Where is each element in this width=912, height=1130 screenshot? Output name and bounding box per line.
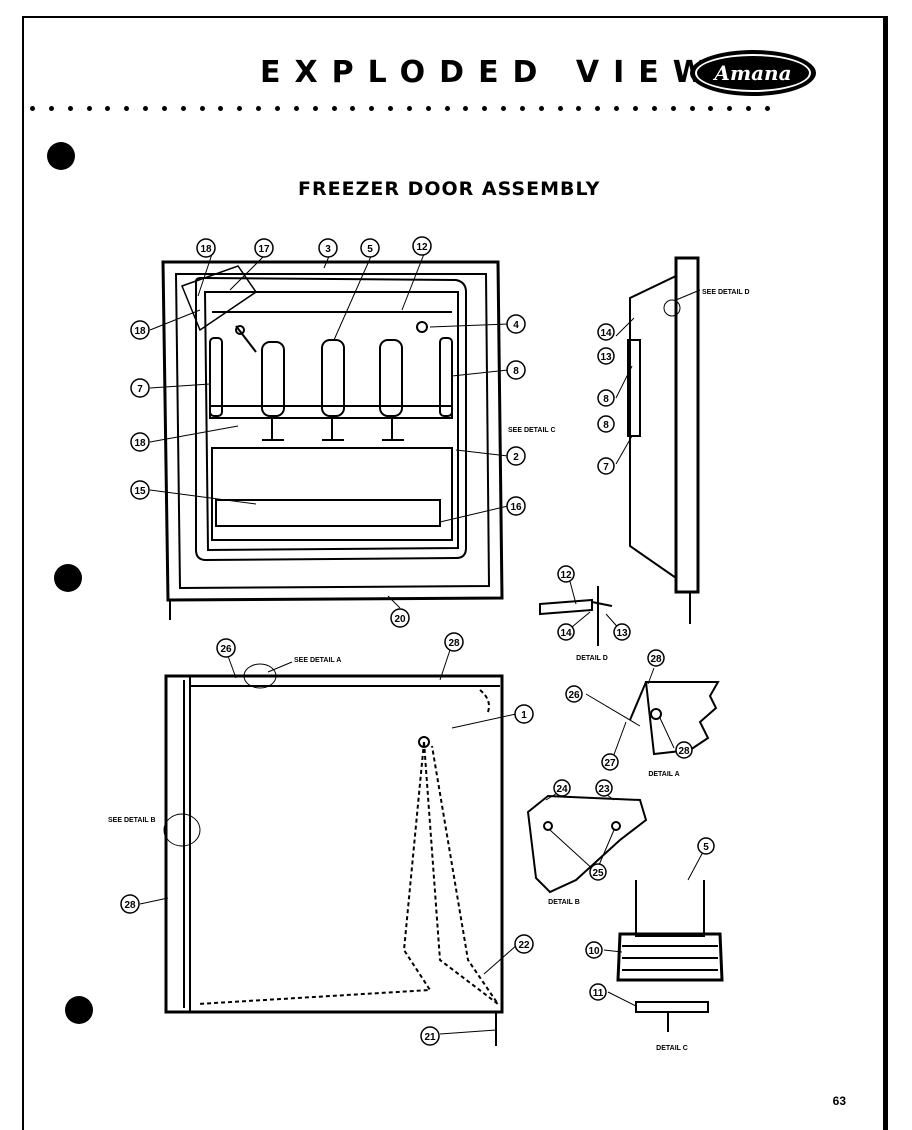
callout-side-13: 13 xyxy=(600,352,612,363)
callout-top-5: 5 xyxy=(367,244,373,255)
callout-top-17: 17 xyxy=(258,244,270,255)
callout-detail-a-28b: 28 xyxy=(678,746,690,757)
callout-bottom-28a: 28 xyxy=(448,638,460,649)
callout-detail-b-24: 24 xyxy=(556,784,568,795)
detail-b-label: DETAIL B xyxy=(548,899,580,906)
detail-c-label: DETAIL C xyxy=(656,1045,688,1052)
callout-side-8b: 8 xyxy=(603,420,609,431)
punch-hole-top xyxy=(47,142,75,170)
callout-bottom-22: 22 xyxy=(518,940,530,951)
outer-door-drawing xyxy=(163,663,504,1046)
detail-c-drawing xyxy=(616,880,724,1032)
callout-side-14: 14 xyxy=(600,328,612,339)
leader-lines xyxy=(139,253,705,1035)
callout-detail-a-27: 27 xyxy=(604,758,616,769)
callout-top-18b: 18 xyxy=(134,326,146,337)
page-frame xyxy=(22,16,888,1130)
callout-top-18a: 18 xyxy=(200,244,212,255)
callout-bottom-28b: 28 xyxy=(124,900,136,911)
brand-logo: Amana xyxy=(690,50,816,96)
see-detail-a-ref: SEE DETAIL A xyxy=(294,657,341,664)
detail-d-drawing xyxy=(539,586,613,646)
callout-top-8: 8 xyxy=(513,366,519,377)
callout-bottom-21: 21 xyxy=(424,1032,436,1043)
door-side-profile-drawing xyxy=(627,256,700,624)
callout-top-16: 16 xyxy=(510,502,522,513)
callout-bottom-26: 26 xyxy=(220,644,232,655)
callout-top-2: 2 xyxy=(513,452,519,463)
callout-side-7: 7 xyxy=(603,462,609,473)
callout-top-3: 3 xyxy=(325,244,331,255)
callout-top-15: 15 xyxy=(134,486,146,497)
see-detail-d-ref: SEE DETAIL D xyxy=(702,289,750,296)
page-number: 63 xyxy=(832,1094,846,1108)
callout-detail-d-14: 14 xyxy=(560,628,572,639)
callout-top-18c: 18 xyxy=(134,438,146,449)
see-detail-c-ref: SEE DETAIL C xyxy=(508,427,556,434)
callout-top-12: 12 xyxy=(416,242,428,253)
callout-top-20: 20 xyxy=(394,614,406,625)
page-title: EXPLODED VIEW xyxy=(260,55,720,90)
dotted-rule xyxy=(30,106,770,114)
callout-top-7: 7 xyxy=(137,384,143,395)
callout-side-8a: 8 xyxy=(603,394,609,405)
detail-d-label: DETAIL D xyxy=(576,655,608,662)
callout-top-4: 4 xyxy=(513,320,519,331)
callout-bottom-1: 1 xyxy=(521,710,527,721)
punch-hole-bottom xyxy=(65,996,93,1024)
callout-detail-b-25: 25 xyxy=(592,868,604,879)
callout-detail-c-10: 10 xyxy=(588,946,600,957)
detail-a-label: DETAIL A xyxy=(648,771,679,778)
callout-detail-d-12: 12 xyxy=(560,570,572,581)
callout-detail-a-28a: 28 xyxy=(650,654,662,665)
detail-b-drawing xyxy=(526,794,648,894)
callout-detail-d-13: 13 xyxy=(616,628,628,639)
door-liner-drawing xyxy=(161,260,504,620)
callouts-top-group xyxy=(130,236,526,628)
diagram-subtitle: FREEZER DOOR ASSEMBLY xyxy=(298,178,601,200)
see-detail-b-ref: SEE DETAIL B xyxy=(108,817,156,824)
callout-detail-b-23: 23 xyxy=(598,784,610,795)
callout-detail-a-26: 26 xyxy=(568,690,580,701)
callout-detail-c-11: 11 xyxy=(593,988,604,999)
callout-detail-c-5: 5 xyxy=(703,842,709,853)
detail-a-drawing xyxy=(629,681,720,756)
brand-logo-text: Amana xyxy=(695,54,811,92)
punch-hole-middle xyxy=(54,564,82,592)
